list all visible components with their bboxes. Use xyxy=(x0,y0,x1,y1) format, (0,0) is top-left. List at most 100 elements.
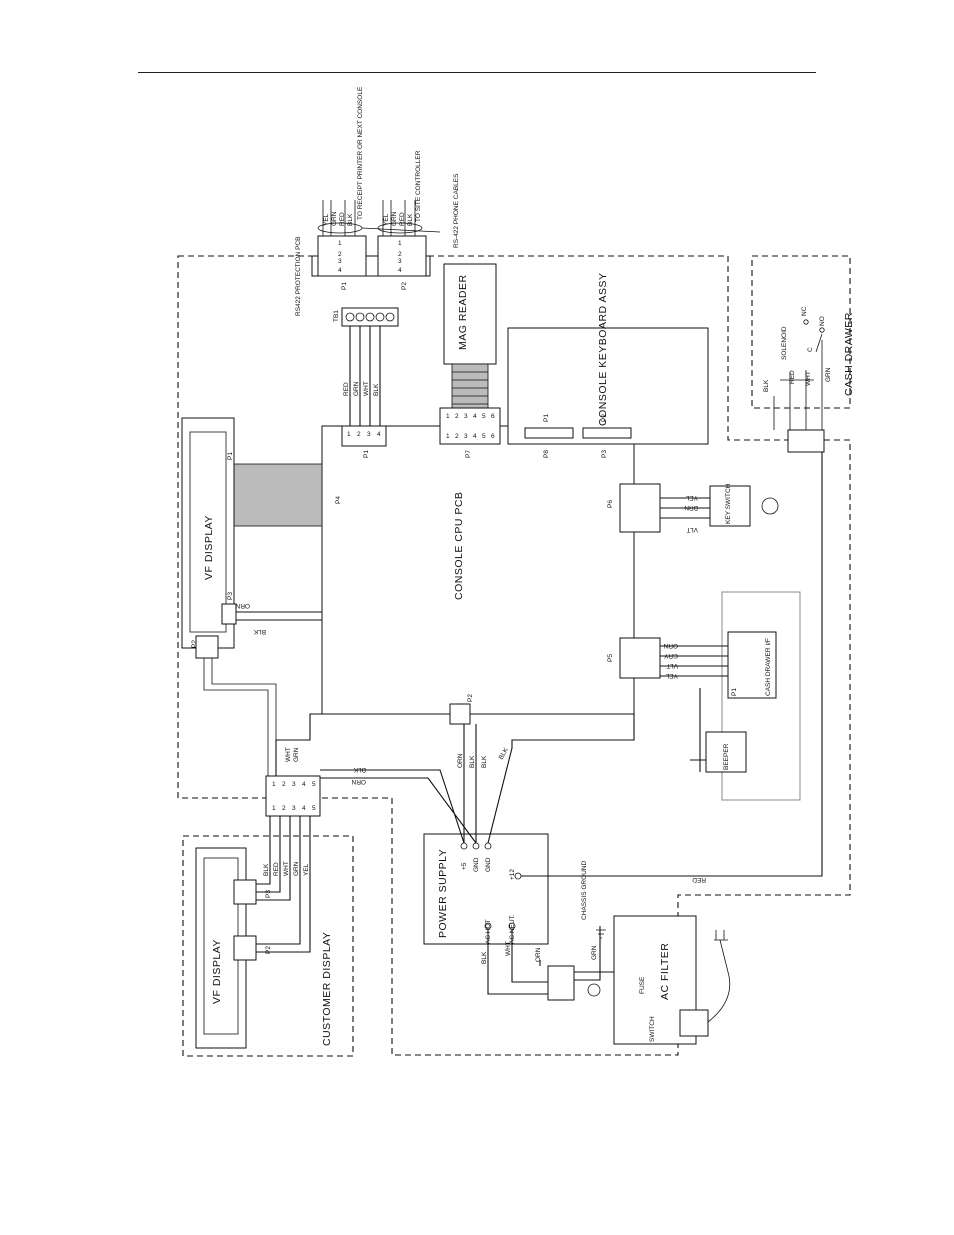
keyboard-p1-slot xyxy=(524,427,574,439)
svg-text:WHT: WHT xyxy=(363,381,370,396)
drawer-switch-contacts xyxy=(803,319,825,353)
svg-text:4: 4 xyxy=(473,433,477,440)
chassis-ground-symbol xyxy=(596,929,606,939)
plus12-red-label: RED xyxy=(692,876,706,883)
console-cpu-pcb xyxy=(321,425,635,715)
svg-text:1: 1 xyxy=(446,413,450,420)
svg-text:BLK: BLK xyxy=(407,213,414,226)
customer-wire-labels: BLK RED WHT GRN YEL xyxy=(263,861,310,876)
customer-vf-display-label: VF DISPLAY xyxy=(211,939,223,1004)
svg-text:BLK: BLK xyxy=(481,755,488,768)
svg-text:2: 2 xyxy=(282,805,286,812)
vf-p2-to-distribution-wires xyxy=(203,658,277,776)
switch-label: SWITCH xyxy=(649,1016,656,1042)
svg-text:WHT: WHT xyxy=(805,371,812,386)
svg-text:5: 5 xyxy=(312,805,316,812)
svg-text:4: 4 xyxy=(302,805,306,812)
svg-text:GRN: GRN xyxy=(591,945,598,960)
svg-text:2: 2 xyxy=(455,413,459,420)
rs422-cable-leader xyxy=(361,227,441,233)
cash-drawer-if xyxy=(727,631,777,699)
svg-text:BLK: BLK xyxy=(763,379,770,392)
svg-text:VLT: VLT xyxy=(687,526,698,533)
rs422-pcb-label: RS422 PROTECTION PCB xyxy=(295,237,302,316)
tb1-terminals xyxy=(345,312,395,322)
vf-display-window xyxy=(189,431,227,633)
svg-text:BRN: BRN xyxy=(684,504,698,511)
svg-text:2: 2 xyxy=(357,431,361,438)
rs422-cables-label: RS-422 PHONE CABLES xyxy=(453,173,460,248)
svg-text:2: 2 xyxy=(398,251,402,258)
p6-key-switch-wires xyxy=(660,497,710,519)
svg-text:3: 3 xyxy=(367,431,371,438)
svg-text:YEL: YEL xyxy=(665,672,678,679)
console-cpu-label: CONSOLE CPU PCB xyxy=(453,492,465,600)
power-supply-label: POWER SUPPLY xyxy=(437,849,449,938)
mag-reader xyxy=(443,263,497,365)
svg-text:GRY: GRY xyxy=(663,652,678,659)
svg-text:6: 6 xyxy=(491,413,495,420)
ps-gnd1-label: GND xyxy=(473,857,480,872)
tb1-to-p1-wires xyxy=(349,326,381,426)
customer-display-label: CUSTOMER DISPLAY xyxy=(321,932,333,1046)
ac-filter-label: AC FILTER xyxy=(659,943,671,1000)
svg-text:5: 5 xyxy=(482,433,486,440)
solenoid-label: SOLENOID xyxy=(781,326,788,360)
cpu-p2-connector xyxy=(449,703,471,725)
customer-p2-label: P2 xyxy=(265,946,272,954)
svg-text:4: 4 xyxy=(473,413,477,420)
cpu-p4-label: P4 xyxy=(335,496,342,504)
svg-text:BLK: BLK xyxy=(353,766,366,773)
tb1-wire-labels: RED GRN WHT BLK xyxy=(343,381,380,396)
svg-text:GRN: GRN xyxy=(825,367,832,382)
svg-text:RED: RED xyxy=(789,370,796,384)
svg-text:YEL: YEL xyxy=(685,494,698,501)
customer-p2-connector xyxy=(233,935,257,961)
cpu-p7-connector xyxy=(439,407,501,445)
customer-display-wires xyxy=(256,816,311,953)
keyboard-p2-label: P2 xyxy=(601,414,608,422)
svg-text:RED: RED xyxy=(343,382,350,396)
svg-text:5: 5 xyxy=(482,413,486,420)
svg-text:YEL: YEL xyxy=(303,863,310,876)
site-controller-wire-labels: YEL GRN RED BLK xyxy=(383,211,414,226)
cpu-p3-label: P3 xyxy=(601,450,608,458)
drawer-nc-label: NC xyxy=(801,306,808,316)
ps-to-cpu-wire-labels: ORN BLK BLK BLK xyxy=(457,746,510,768)
beeper-wires xyxy=(690,688,706,772)
svg-text:BLK: BLK xyxy=(481,951,488,964)
p5-cash-drawer-wires xyxy=(660,645,728,677)
svg-text:VLT: VLT xyxy=(667,662,678,669)
vf-display-label: VF DISPLAY xyxy=(203,515,215,580)
svg-text:3: 3 xyxy=(398,258,402,265)
svg-text:BLK: BLK xyxy=(469,755,476,768)
ps-plus12-red-wire xyxy=(521,452,823,877)
cpu-p7-label: P7 xyxy=(465,450,472,458)
svg-text:2: 2 xyxy=(338,251,342,258)
cash-drawer-wires xyxy=(773,340,823,430)
cash-drawer-label: CASH DRAWER xyxy=(843,312,855,396)
svg-text:1: 1 xyxy=(272,805,276,812)
svg-text:4: 4 xyxy=(302,781,306,788)
svg-text:6: 6 xyxy=(491,433,495,440)
svg-text:ORN: ORN xyxy=(663,642,678,649)
svg-text:RED: RED xyxy=(399,212,406,226)
distribution-connector xyxy=(265,775,321,817)
svg-text:ORN: ORN xyxy=(535,947,542,962)
customer-display-outline xyxy=(182,835,354,1057)
to-receipt-printer-label: TO RECEIPT PRINTER OR NEXT CONSOLE xyxy=(357,86,364,220)
ac-filter-terminal xyxy=(547,965,575,1001)
rs422-p2-pins: 1 2 3 4 xyxy=(398,240,402,274)
svg-text:RED: RED xyxy=(273,862,280,876)
vf-p3-blk-label: BLK xyxy=(253,628,266,635)
vf-display-p1-label: P1 xyxy=(227,452,234,460)
svg-text:YEL: YEL xyxy=(323,213,330,226)
console-keyboard-label: CONSOLE KEYBOARD ASSY xyxy=(597,273,609,426)
svg-text:GRN: GRN xyxy=(331,211,338,226)
svg-text:YEL: YEL xyxy=(383,213,390,226)
svg-text:BLK: BLK xyxy=(347,213,354,226)
svg-text:ORN: ORN xyxy=(457,753,464,768)
keyboard-p2-slot xyxy=(582,427,632,439)
receipt-printer-wire-labels: YEL GRN RED BLK xyxy=(323,211,354,226)
